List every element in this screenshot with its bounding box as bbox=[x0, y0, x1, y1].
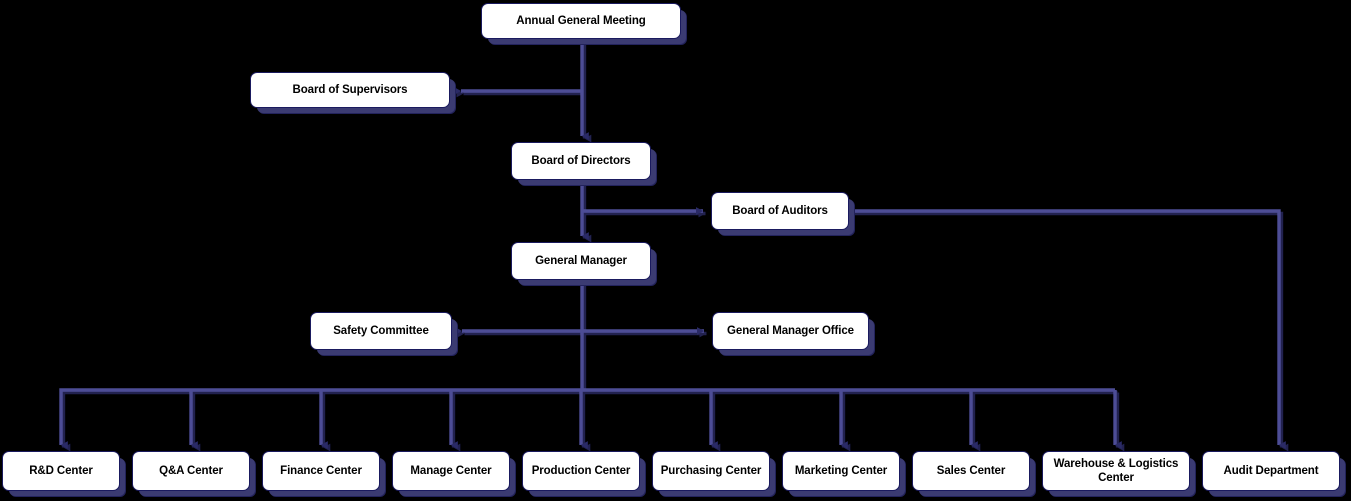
node-annual-general-meeting[interactable]: Annual General Meeting bbox=[481, 3, 681, 39]
node-audit-department[interactable]: Audit Department bbox=[1202, 451, 1340, 491]
node-sales-center[interactable]: Sales Center bbox=[912, 451, 1030, 491]
node-safety-committee[interactable]: Safety Committee bbox=[310, 312, 452, 350]
node-general-manager-office[interactable]: General Manager Office bbox=[712, 312, 869, 350]
node-label: General Manager Office bbox=[727, 324, 854, 337]
node-purchasing-center[interactable]: Purchasing Center bbox=[652, 451, 770, 491]
node-label: Purchasing Center bbox=[660, 464, 762, 477]
node-board-of-auditors[interactable]: Board of Auditors bbox=[711, 192, 849, 230]
node-general-manager[interactable]: General Manager bbox=[511, 242, 651, 280]
node-label: Board of Supervisors bbox=[292, 83, 408, 96]
node-label: Board of Directors bbox=[531, 154, 631, 167]
node-label: Warehouse & Logistics Center bbox=[1053, 457, 1179, 484]
node-label: Q&A Center bbox=[159, 464, 223, 477]
node-label: Board of Auditors bbox=[732, 204, 828, 217]
node-label: General Manager bbox=[535, 254, 627, 267]
node-label: R&D Center bbox=[29, 464, 93, 477]
node-board-of-directors[interactable]: Board of Directors bbox=[511, 142, 651, 180]
node-board-of-supervisors[interactable]: Board of Supervisors bbox=[250, 72, 450, 108]
node-warehouse-logistics-center[interactable]: Warehouse & Logistics Center bbox=[1042, 451, 1190, 491]
edge-gm-to-rd-center bbox=[59, 388, 72, 449]
node-manage-center[interactable]: Manage Center bbox=[392, 451, 510, 491]
node-label: Sales Center bbox=[936, 464, 1006, 477]
node-label: Finance Center bbox=[280, 464, 362, 477]
node-label: Manage Center bbox=[410, 464, 492, 477]
node-finance-center[interactable]: Finance Center bbox=[262, 451, 380, 491]
node-qa-center[interactable]: Q&A Center bbox=[132, 451, 250, 491]
edge-auditors-to-audit-department bbox=[849, 209, 1286, 449]
node-label: Marketing Center bbox=[794, 464, 888, 477]
node-label: Production Center bbox=[531, 464, 631, 477]
node-marketing-center[interactable]: Marketing Center bbox=[782, 451, 900, 491]
node-label: Audit Department bbox=[1223, 464, 1319, 477]
node-production-center[interactable]: Production Center bbox=[522, 451, 640, 491]
node-label: Safety Committee bbox=[333, 324, 429, 337]
node-rd-center[interactable]: R&D Center bbox=[2, 451, 120, 491]
node-label: Annual General Meeting bbox=[516, 14, 646, 27]
